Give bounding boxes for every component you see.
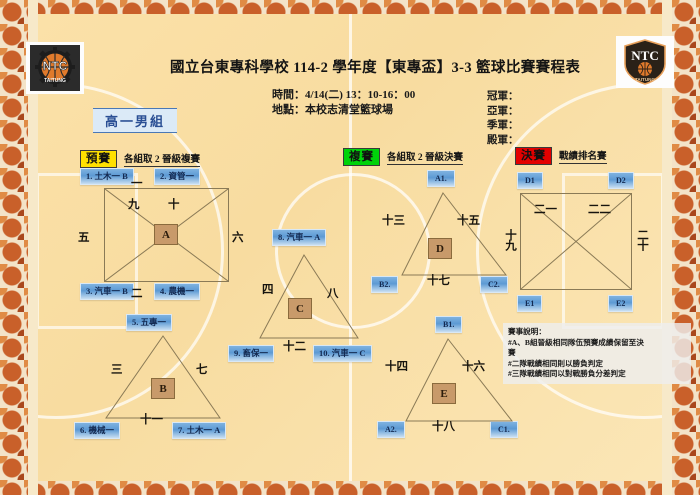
group-e-bracket (405, 338, 514, 422)
team-chip-b6[interactable]: 6. 機械一 (74, 422, 121, 439)
team-chip-a3[interactable]: 3. 汽車一 B (80, 283, 134, 300)
award-fourth: 殿軍： (487, 134, 519, 146)
game-number-b-left: 三 (111, 364, 123, 376)
game-number-c-left: 四 (262, 284, 274, 296)
team-chip-d-br[interactable]: C2. (480, 276, 508, 293)
game-number-d-right: 十五 (457, 215, 480, 227)
svg-text:NTC: NTC (631, 48, 658, 63)
team-chip-c8[interactable]: 8. 汽車一 A (272, 229, 327, 246)
award-first: 冠軍： (487, 91, 519, 102)
game-number-a-right: 六 (232, 232, 244, 244)
page-title: 國立台東專科學校 114-2 學年度【東專盃】3-3 籃球比賽賽程表 (170, 60, 581, 76)
team-chip-final-d2[interactable]: D2 (608, 172, 634, 189)
stage-note-final: 戰績排名賽 (559, 148, 607, 164)
court-background (38, 14, 662, 481)
stage-tag-semifinal: 複賽 (343, 148, 380, 166)
group-b-node: B (151, 378, 175, 399)
game-number-d-bottom: 十七 (427, 275, 450, 287)
game-number-b-bottom: 十一 (140, 414, 163, 426)
team-chip-final-d1[interactable]: D1 (517, 172, 543, 189)
game-number-c-bottom: 十二 (283, 341, 306, 353)
game-number-a-left: 五 (78, 232, 90, 244)
team-chip-c9[interactable]: 9. 畜保一 (228, 345, 275, 362)
notes-line-2: 賽 (508, 348, 516, 357)
game-number-a-diag-right: 十 (168, 199, 180, 211)
game-number-d-left: 十三 (382, 215, 405, 227)
svg-text:TAITUNG: TAITUNG (44, 78, 66, 84)
group-c-node: C (288, 298, 312, 319)
stage-semifinal-header: 複賽 各組取 2 晉級決賽 (343, 148, 464, 166)
team-chip-final-e2[interactable]: E2 (608, 295, 634, 312)
ntc-gear-basketball-icon: NTC TAITUNG (30, 45, 80, 91)
stage-note-preliminary: 各組取 2 晉級複賽 (124, 151, 201, 167)
team-chip-b5[interactable]: 5. 五專一 (126, 314, 173, 331)
final-bracket (520, 193, 632, 290)
notes-line-1: #A、B組晉級相同隊伍預賽成績保留至決 (508, 337, 644, 347)
svg-text:NTC: NTC (43, 59, 68, 73)
game-number-a-top: 一 (131, 178, 143, 190)
stage-tag-preliminary: 預賽 (80, 150, 117, 168)
game-number-b-right: 七 (196, 364, 208, 376)
border-pattern-top (0, 0, 700, 14)
team-chip-e-bl[interactable]: A2. (377, 421, 405, 438)
team-chip-d-top[interactable]: A1. (427, 170, 455, 187)
division-badge: 高一男組 (93, 108, 178, 133)
awards-list: 冠軍： 亞軍： 季軍： 殿軍： (487, 90, 519, 148)
notes-line-3: #二隊戰績相同則以勝負判定 (508, 358, 603, 368)
stage-tag-final: 決賽 (515, 147, 552, 165)
game-number-final-diag-left: 二一 (534, 204, 557, 216)
team-chip-a2[interactable]: 2. 資管一 (154, 168, 201, 185)
game-number-final-diag-right: 二二 (588, 204, 611, 216)
team-chip-a4[interactable]: 4. 農機一 (154, 283, 201, 300)
award-third: 季軍： (487, 120, 519, 131)
game-number-final-right: 二十 (636, 229, 648, 250)
award-second: 亞軍： (487, 105, 519, 117)
group-c-bracket (259, 254, 359, 339)
stage-final-header: 決賽 戰績排名賽 (515, 147, 607, 165)
stage-preliminary-header: 預賽 各組取 2 晉級複賽 (80, 150, 201, 168)
ntc-logo-right: NTC TAITUNG (616, 36, 674, 88)
notes-line-4: #三隊戰績相同以對戰勝負分差判定 (508, 369, 626, 378)
game-number-e-right: 十六 (462, 361, 485, 373)
team-chip-final-e1[interactable]: E1 (517, 295, 543, 312)
stage-note-semifinal: 各組取 2 晉級決賽 (387, 149, 464, 165)
team-chip-c10[interactable]: 10. 汽車一 C (313, 345, 372, 362)
event-place: 地點：本校志清堂籃球場 (272, 104, 393, 116)
game-number-a-bottom: 二 (131, 288, 143, 300)
game-number-e-bottom: 十八 (432, 421, 455, 433)
group-d-bracket (401, 192, 508, 276)
group-e-node: E (432, 383, 456, 404)
rules-notes: 賽事說明： #A、B組晉級相同隊伍預賽成績保留至決 賽 #二隊戰績相同則以勝負判… (503, 323, 691, 384)
ntc-logo-left: NTC TAITUNG (26, 42, 84, 94)
border-pattern-left (0, 0, 28, 495)
game-number-final-left: 十九 (504, 229, 516, 250)
group-d-node: D (428, 238, 452, 259)
event-meta: 時間：4/14(二) 13：10-16：00 地點：本校志清堂籃球場 (272, 88, 415, 118)
border-pattern-bottom (0, 481, 700, 495)
ntc-shield-icon: NTC TAITUNG (624, 39, 666, 85)
team-chip-a1[interactable]: 1. 土木一 B (80, 168, 134, 185)
team-chip-e-top[interactable]: B1. (435, 316, 463, 333)
border-pattern-right (672, 0, 700, 495)
team-chip-b7[interactable]: 7. 土木一 A (172, 422, 227, 439)
final-bracket-diagonals (521, 194, 631, 289)
border-inner-right (662, 0, 672, 495)
notes-title: 賽事說明： (508, 327, 546, 336)
team-chip-d-bl[interactable]: B2. (371, 276, 399, 293)
svg-text:TAITUNG: TAITUNG (635, 77, 655, 82)
group-a-node: A (154, 224, 178, 245)
game-number-c-right: 八 (327, 288, 339, 300)
event-time: 時間：4/14(二) 13：10-16：00 (272, 89, 416, 101)
group-b-bracket (105, 335, 221, 419)
game-number-a-diag-left: 九 (128, 199, 140, 211)
game-number-e-left: 十四 (385, 361, 408, 373)
border-inner-left (28, 0, 38, 495)
